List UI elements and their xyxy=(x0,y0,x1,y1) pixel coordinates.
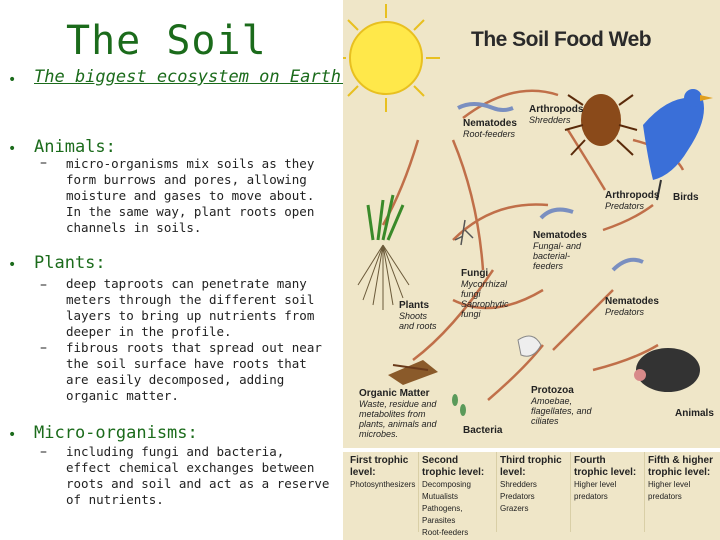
section-heading-plants: Plants: xyxy=(34,253,106,273)
organic-matter-icon xyxy=(388,360,438,385)
section-heading-animals: Animals: xyxy=(34,137,116,157)
dash-icon: – xyxy=(40,444,47,460)
plants-point-1: deep taproots can penetrate many meters … xyxy=(66,276,315,339)
animals-point-1: micro-organisms mix soils as they form b… xyxy=(66,156,315,235)
section-heading-micro: Micro-organisms: xyxy=(34,423,198,443)
label-animals: Animals xyxy=(675,408,714,419)
dash-icon: – xyxy=(40,155,47,171)
arthropod-icon xyxy=(564,94,638,156)
micro-point-1: including fungi and bacteria, effect che… xyxy=(66,444,330,507)
protozoa-icon xyxy=(517,335,542,357)
food-web-title: The Soil Food Web xyxy=(471,28,652,51)
trophic-level-4: Fourth trophic level: Higher level preda… xyxy=(571,452,645,532)
trophic-level-5: Fifth & higher trophic level: Higher lev… xyxy=(648,455,713,501)
trophic-level-2: Second trophic level: Decomposing Mutual… xyxy=(419,452,497,537)
bullet-icon: • xyxy=(8,72,17,88)
bullet-icon: • xyxy=(8,141,17,157)
bacteria-icon xyxy=(452,394,466,416)
mole-icon xyxy=(634,348,700,392)
bird-icon xyxy=(643,89,713,201)
plant-icon xyxy=(357,194,410,310)
label-bacteria: Bacteria xyxy=(463,425,503,436)
trophic-level-1: First trophic level: Photosynthesizers xyxy=(347,452,419,532)
label-birds: Birds xyxy=(673,192,699,203)
dash-icon: – xyxy=(40,340,47,356)
food-web-illustration xyxy=(343,4,720,452)
nematode-icon xyxy=(457,102,514,112)
nematode-icon xyxy=(539,207,574,220)
nematode-icon xyxy=(611,257,644,272)
plants-point-2: fibrous roots that spread out near the s… xyxy=(66,340,322,403)
trophic-level-3: Third trophic level: Shredders Predators… xyxy=(497,452,571,532)
tagline: The biggest ecosystem on Earth! xyxy=(34,67,352,87)
dash-icon: – xyxy=(40,277,47,293)
trophic-levels: First trophic level: Photosynthesizers S… xyxy=(343,452,720,540)
bullet-icon: • xyxy=(8,257,17,273)
sun-icon xyxy=(343,4,440,112)
bullet-icon: • xyxy=(8,427,17,443)
slide-title: The Soil xyxy=(66,18,267,64)
fungi-icon xyxy=(454,219,474,246)
